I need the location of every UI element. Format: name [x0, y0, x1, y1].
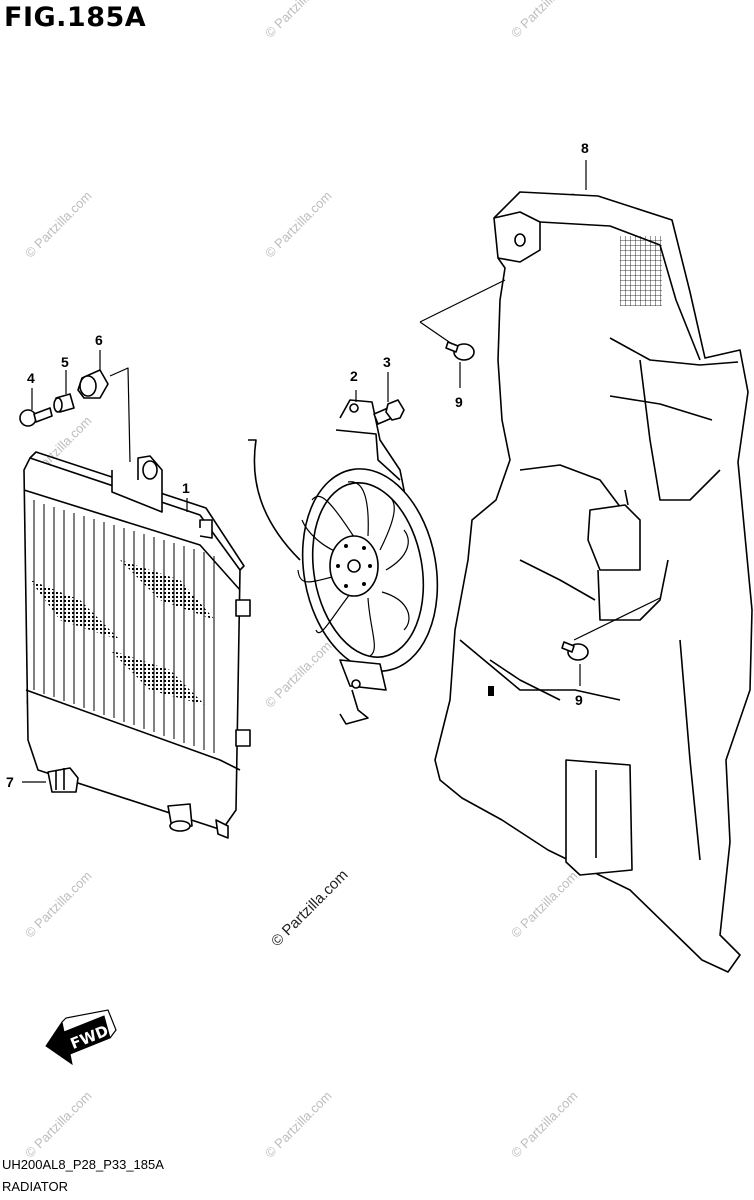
fan-shroud	[434, 191, 753, 973]
section-name: RADIATOR	[2, 1179, 68, 1194]
screw-9-top	[445, 341, 475, 361]
cooling-fan	[248, 399, 439, 725]
callout-6: 6	[95, 332, 103, 348]
callout-1: 1	[182, 480, 190, 496]
callout-8: 8	[581, 140, 589, 156]
bolt-4	[19, 407, 53, 427]
callout-7: 7	[6, 774, 14, 790]
radiator	[23, 451, 251, 839]
callout-3: 3	[383, 354, 391, 370]
grommet-6	[77, 369, 109, 399]
callout-9-bottom: 9	[575, 692, 583, 708]
figure-title: FIG.185A	[4, 2, 147, 33]
callout-2: 2	[350, 368, 358, 384]
drawing-code: UH200AL8_P28_P33_185A	[2, 1157, 164, 1172]
callout-4: 4	[27, 370, 35, 386]
clip-7	[47, 767, 79, 793]
callout-9-top: 9	[455, 394, 463, 410]
bolt-3	[373, 399, 405, 425]
screw-9-bottom	[561, 641, 589, 661]
leader-lines	[22, 160, 661, 783]
callout-5: 5	[61, 354, 69, 370]
collar-5	[53, 393, 75, 413]
fwd-arrow: FWD	[45, 1009, 117, 1066]
